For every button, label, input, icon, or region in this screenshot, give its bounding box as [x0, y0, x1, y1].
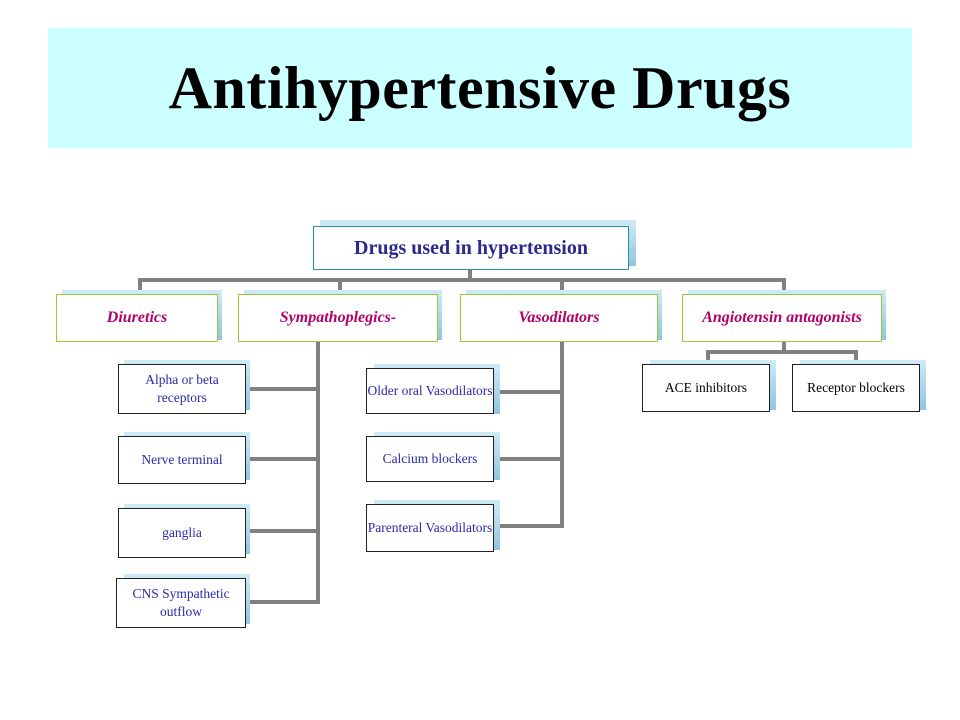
symp-item-label: Nerve terminal	[141, 452, 223, 468]
vaso-item-calcium: Calcium blockers	[366, 436, 494, 482]
vaso-item-older-oral: Older oral Vasodilators	[366, 368, 494, 414]
symp-item-label: Alpha or beta receptors	[145, 372, 219, 405]
category-angiotensin: Angiotensin antagonists	[682, 294, 882, 342]
category-vasodilators-label: Vasodilators	[518, 308, 600, 326]
root-label: Drugs used in hypertension	[354, 237, 588, 259]
angio-item-label: ACE inhibitors	[664, 380, 748, 396]
title-banner: Antihypertensive Drugs	[48, 28, 912, 148]
vaso-item-parenteral: Parenteral Vasodilators	[366, 504, 494, 552]
vaso-item-label: Calcium blockers	[382, 451, 478, 467]
page-title: Antihypertensive Drugs	[168, 54, 792, 121]
category-angiotensin-label: Angiotensin antagonists	[702, 308, 862, 326]
category-sympathoplegics-label: Sympathoplegics-	[279, 308, 397, 326]
vaso-item-label: Parenteral Vasodilators	[367, 520, 493, 536]
angio-item-label: Receptor blockers	[807, 380, 905, 396]
symp-item-label: ganglia	[162, 525, 202, 541]
symp-item-label: CNS Sympathetic outflow	[132, 586, 230, 619]
category-diuretics-label: Diuretics	[106, 308, 168, 326]
root-node: Drugs used in hypertension	[313, 226, 629, 270]
symp-item-ganglia: ganglia	[118, 508, 246, 558]
symp-item-nerve-terminal: Nerve terminal	[118, 436, 246, 484]
category-diuretics: Diuretics	[56, 294, 218, 342]
category-vasodilators: Vasodilators	[460, 294, 658, 342]
angio-item-receptor: Receptor blockers	[792, 364, 920, 412]
category-sympathoplegics: Sympathoplegics-	[238, 294, 438, 342]
symp-item-alpha-beta: Alpha or beta receptors	[118, 364, 246, 414]
symp-item-cns: CNS Sympathetic outflow	[116, 578, 246, 628]
vaso-item-label: Older oral Vasodilators	[367, 383, 493, 399]
angio-item-ace: ACE inhibitors	[642, 364, 770, 412]
